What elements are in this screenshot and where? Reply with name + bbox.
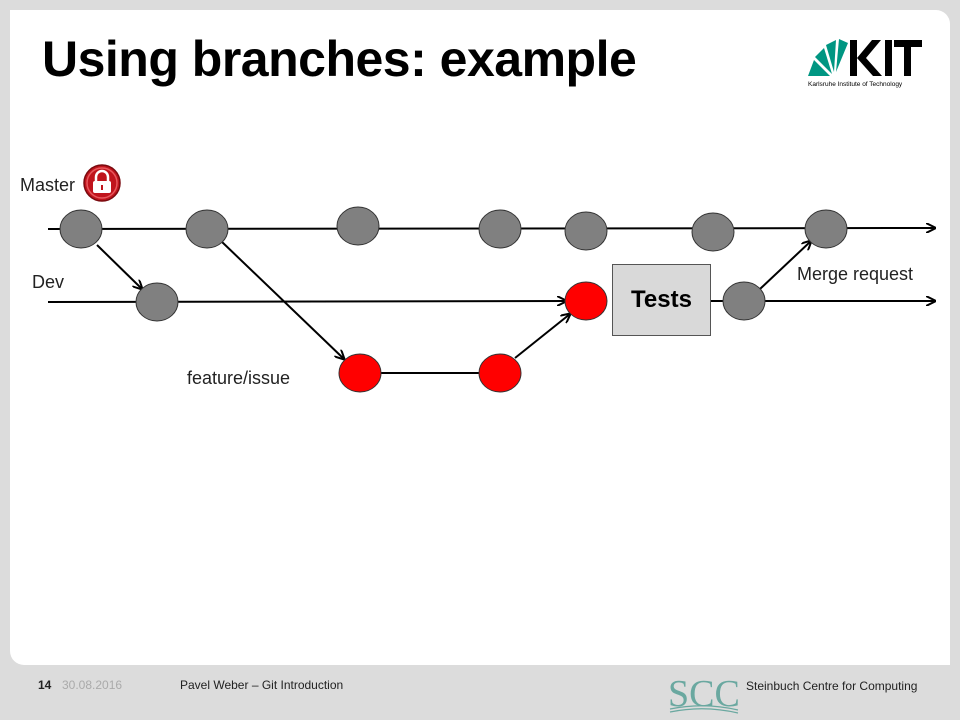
master-branch-label: Master [20, 175, 76, 195]
dev-commit [722, 281, 766, 321]
dev-branch-line-a [47, 301, 566, 302]
master-commit [185, 209, 229, 249]
master-commit [59, 209, 103, 249]
dev-branch-label: Dev [32, 272, 65, 292]
feature-commit [338, 353, 382, 393]
merge-request-arrow [759, 241, 811, 290]
slide-title: Using branches: example [42, 31, 637, 87]
tests-box: Tests [612, 264, 711, 336]
footer-organization: Steinbuch Centre for Computing [746, 679, 918, 693]
merge-request-label: Merge request [797, 264, 914, 284]
kit-logo: Karlsruhe Institute of Technology [808, 39, 922, 88]
kit-logo-subtitle: Karlsruhe Institute of Technology [808, 81, 903, 88]
feature-to-dev-arrow [514, 314, 570, 359]
feature-branch-label: feature/issue [187, 368, 291, 388]
scc-logo: SCC [668, 673, 740, 715]
master-commit [564, 211, 608, 251]
page-number: 14 [38, 678, 52, 692]
lock-icon [83, 164, 121, 202]
feature-commit [478, 353, 522, 393]
slide-background [10, 10, 950, 665]
master-commit [478, 209, 522, 249]
master-commit [336, 206, 380, 246]
master-to-dev-arrow [96, 244, 142, 289]
master-to-feature-arrow [220, 240, 344, 359]
master-commit [691, 212, 735, 252]
dev-commit-merged [564, 281, 608, 321]
slide-date: 30.08.2016 [62, 678, 123, 692]
master-commit [804, 209, 848, 249]
dev-commit [135, 282, 179, 322]
footer-author: Pavel Weber – Git Introduction [180, 678, 344, 692]
